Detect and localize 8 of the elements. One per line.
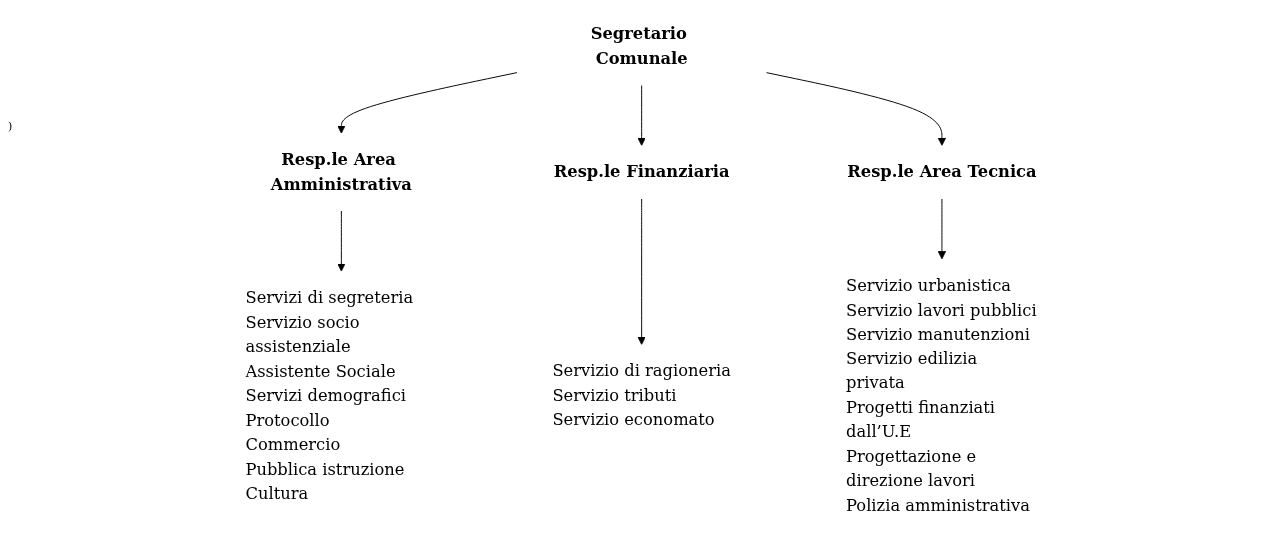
node-text: Servizio urbanistica Servizio lavori pubblici Servizio manutenzioni Servizio edilizia privata Progetti finanziati dall’U.E Progettazione e direzione lavori Polizia amministrativa <box>845 275 1037 515</box>
node-text: Segretario Comunale <box>590 23 688 68</box>
node-text: Servizio di ragioneria Servizio tributi Servizio economato <box>552 360 731 429</box>
node-text: Resp.le Finanziaria <box>553 161 730 182</box>
node-text: Servizi di segreteria Servizio socio assistenziale Assistente Sociale Servizi demografici Protocollo Commercio Pubblica istruzione Cultura <box>245 287 413 503</box>
note-text: ) <box>8 120 13 133</box>
node-text: Resp.le Area Tecnica <box>847 161 1037 182</box>
node-text: Resp.le Area Amministrativa <box>270 149 412 194</box>
